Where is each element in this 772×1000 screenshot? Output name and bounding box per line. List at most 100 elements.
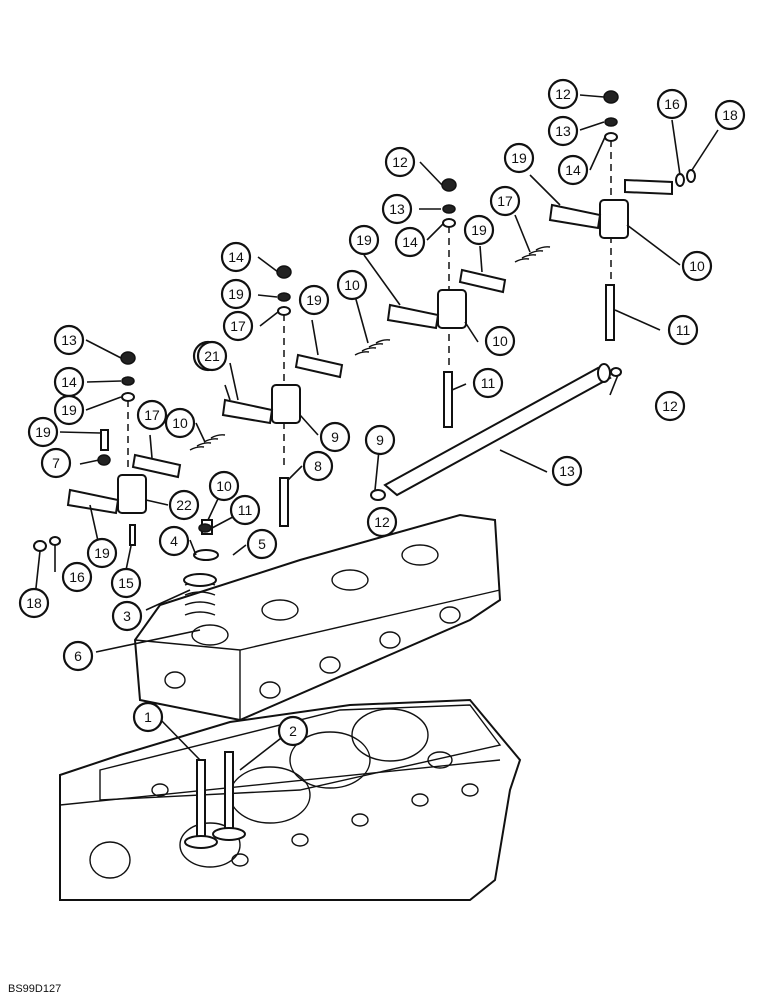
callout-11: 11 <box>667 314 699 346</box>
callout-circle <box>348 224 380 256</box>
callout-9: 9 <box>364 424 396 456</box>
callout-leaders <box>34 94 719 771</box>
callout-circle <box>503 142 535 174</box>
callout-label: 17 <box>497 193 513 209</box>
cylinder-head <box>133 513 502 722</box>
callout-label: 5 <box>258 536 266 552</box>
callout-label: 11 <box>481 375 496 391</box>
callout-19: 19 <box>298 284 330 316</box>
callout-circle <box>164 407 196 439</box>
callout-label: 9 <box>331 429 339 445</box>
callout-6: 6 <box>62 640 94 672</box>
valves <box>184 751 246 849</box>
callout-21: 21 <box>196 340 228 372</box>
callout-12: 12 <box>654 390 686 422</box>
callout-1: 1 <box>132 701 164 733</box>
callout-10: 10 <box>164 407 196 439</box>
callout-14: 14 <box>557 154 589 186</box>
callout-10: 10 <box>484 325 516 357</box>
callout-circle <box>557 154 589 186</box>
callout-circle <box>168 489 200 521</box>
callout-label: 17 <box>230 318 246 334</box>
callout-17: 17 <box>222 310 254 342</box>
rocker-shaft <box>370 363 622 501</box>
callout-label: 18 <box>722 107 738 123</box>
callout-10: 10 <box>681 250 713 282</box>
callout-12: 12 <box>384 146 416 178</box>
callout-label: 6 <box>74 648 82 664</box>
callout-14: 14 <box>220 241 252 273</box>
callout-label: 11 <box>238 502 253 518</box>
callout-label: 13 <box>555 123 571 139</box>
callout-circle <box>246 528 278 560</box>
callout-5: 5 <box>246 528 278 560</box>
callout-circle <box>654 390 686 422</box>
callout-13: 13 <box>381 193 413 225</box>
callout-circle <box>136 399 168 431</box>
callout-17: 17 <box>489 185 521 217</box>
callout-circle <box>394 226 426 258</box>
callout-circle <box>110 567 142 599</box>
callout-label: 10 <box>689 258 705 274</box>
callout-label: 18 <box>26 595 42 611</box>
callout-10: 10 <box>336 269 368 301</box>
callout-3: 3 <box>111 600 143 632</box>
callout-label: 19 <box>306 292 322 308</box>
callout-label: 12 <box>392 154 408 170</box>
callout-label: 14 <box>61 374 77 390</box>
callout-4: 4 <box>158 525 190 557</box>
callout-label: 12 <box>374 514 390 530</box>
callout-11: 11 <box>472 367 504 399</box>
callout-circle <box>364 424 396 456</box>
callout-16: 16 <box>656 88 688 120</box>
callout-19: 19 <box>220 278 252 310</box>
callout-label: 19 <box>228 286 244 302</box>
callout-circle <box>40 447 72 479</box>
callout-10: 10 <box>208 470 240 502</box>
callout-label: 7 <box>52 455 60 471</box>
callout-circle <box>229 494 261 526</box>
callout-circle <box>86 537 118 569</box>
callout-circle <box>366 506 398 538</box>
callout-label: 19 <box>471 222 487 238</box>
callout-label: 10 <box>216 478 232 494</box>
callout-label: 12 <box>662 398 678 414</box>
callout-label: 8 <box>314 458 322 474</box>
callout-layer: 1213141618191011121314191719101191213141… <box>18 78 746 747</box>
callout-label: 19 <box>94 545 110 561</box>
callout-circle <box>681 250 713 282</box>
callout-label: 13 <box>559 463 575 479</box>
callout-label: 15 <box>118 575 134 591</box>
callout-circle <box>551 455 583 487</box>
callout-13: 13 <box>547 115 579 147</box>
callout-label: 4 <box>170 533 178 549</box>
callout-9: 9 <box>319 421 351 453</box>
callout-19: 19 <box>86 537 118 569</box>
callout-circle <box>472 367 504 399</box>
callout-label: 13 <box>389 201 405 217</box>
callout-19: 19 <box>27 416 59 448</box>
callout-circle <box>319 421 351 453</box>
callout-circle <box>53 324 85 356</box>
callout-circle <box>298 284 330 316</box>
callout-circle <box>220 241 252 273</box>
engine-block <box>59 698 522 901</box>
callout-circle <box>381 193 413 225</box>
callout-18: 18 <box>18 587 50 619</box>
callout-circle <box>667 314 699 346</box>
callout-label: 14 <box>228 249 244 265</box>
callout-circle <box>336 269 368 301</box>
callout-circle <box>484 325 516 357</box>
callout-label: 14 <box>402 234 418 250</box>
callout-circle <box>27 416 59 448</box>
callout-label: 19 <box>61 402 77 418</box>
callout-13: 13 <box>53 324 85 356</box>
callout-22: 22 <box>168 489 200 521</box>
callout-circle <box>222 310 254 342</box>
callout-label: 16 <box>69 569 85 585</box>
callout-circle <box>220 278 252 310</box>
callout-circle <box>547 115 579 147</box>
callout-circle <box>384 146 416 178</box>
callout-circle <box>61 561 93 593</box>
